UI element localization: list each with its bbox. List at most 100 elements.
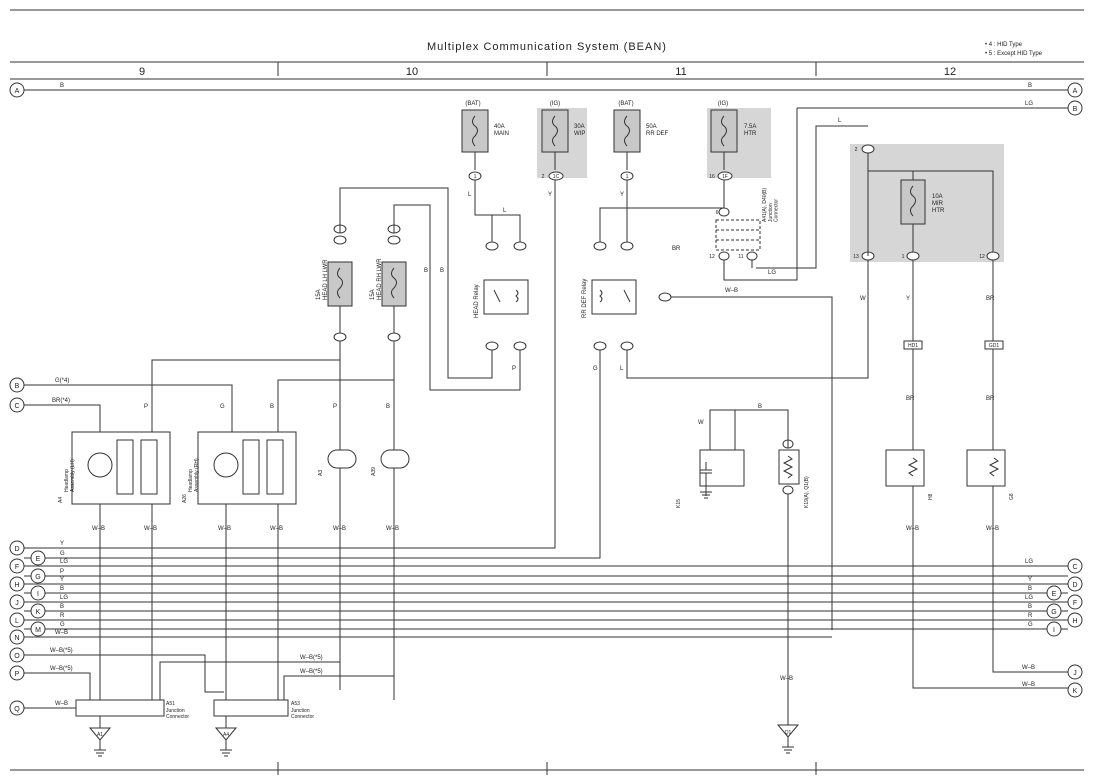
terminal-right-g: G	[1046, 603, 1062, 619]
wire-color: P	[512, 366, 516, 372]
wire-color: P	[144, 404, 148, 410]
svg-text:1: 1	[474, 174, 477, 180]
wire-color: W–B	[986, 526, 999, 532]
wire-color: W–B	[780, 676, 793, 682]
wire-color: W–B	[1022, 665, 1035, 671]
wire-color: W–B	[725, 288, 738, 294]
terminal-right-j: J	[1067, 664, 1083, 680]
wire-color: Y	[60, 541, 64, 547]
wire-color: R	[60, 613, 65, 619]
svg-text:N: N	[14, 635, 19, 642]
wire-color: G	[593, 366, 598, 372]
svg-text:1: 1	[902, 254, 905, 260]
headlamp-lh-low: A3	[318, 449, 357, 476]
rear-window-defogger: K19(A), Q1(B)	[778, 439, 810, 508]
wire-color: LG	[768, 270, 776, 276]
svg-text:1C: 1C	[553, 174, 560, 180]
wire	[599, 207, 724, 242]
noise-filter: K15	[676, 449, 745, 508]
terminal-left-a: A	[9, 82, 25, 98]
svg-text:G: G	[35, 574, 40, 581]
terminal-left-o: O	[9, 647, 25, 663]
wire-color: W–B	[906, 526, 919, 532]
svg-text:11: 11	[738, 254, 743, 260]
svg-text:1F: 1F	[722, 174, 728, 180]
svg-text:G: G	[1051, 609, 1056, 616]
wire	[756, 125, 868, 269]
wire-color: W–B(*5)	[300, 669, 323, 675]
terminal-left-p: P	[9, 665, 25, 681]
svg-text:16: 16	[709, 174, 715, 180]
svg-text:A4: A4	[223, 732, 229, 738]
wire-color: B	[1028, 604, 1032, 610]
wire-j	[992, 260, 1068, 673]
terminal-right-a: A	[1067, 82, 1083, 98]
svg-text:A41(A), D40(B)JunctionConnecto: A41(A), D40(B)JunctionConnector	[762, 187, 780, 222]
terminal-left-g: G	[30, 568, 46, 584]
svg-text:P: P	[15, 671, 20, 678]
junction-connector-a41: 6 12 11 A41(A), D40(B)JunctionConnector	[709, 180, 780, 261]
svg-text:A51: A51	[166, 701, 175, 707]
wire	[868, 170, 994, 252]
svg-text:L: L	[15, 618, 19, 625]
svg-text:K: K	[36, 609, 41, 616]
wire-color: Y	[60, 577, 64, 583]
svg-text:A39: A39	[371, 467, 377, 476]
wire	[151, 341, 341, 432]
svg-text:K: K	[1073, 688, 1078, 695]
svg-text:A3: A3	[318, 470, 324, 476]
wire-color: L	[838, 118, 842, 124]
wire-color: W–B	[92, 526, 105, 532]
wire-color: W	[698, 420, 704, 426]
svg-text:1: 1	[626, 174, 629, 180]
svg-text:H: H	[1072, 618, 1077, 625]
column-number: 10	[406, 66, 418, 78]
wire-color: W–B(*5)	[50, 648, 73, 654]
terminal-left-e: E	[30, 550, 46, 566]
terminal-left-q: Q	[9, 700, 25, 716]
svg-text:6: 6	[716, 210, 719, 216]
svg-text:JunctionConnector: JunctionConnector	[291, 708, 314, 720]
wire-color: G	[60, 551, 65, 557]
note-except-hid: • 5 : Except HID Type	[985, 51, 1043, 57]
svg-text:15AHEAD RH LWR: 15AHEAD RH LWR	[370, 258, 383, 300]
wire-color: W–B	[55, 630, 68, 636]
svg-text:A53: A53	[291, 701, 300, 707]
wire-color: W–B	[386, 526, 399, 532]
wire-p	[24, 672, 91, 700]
svg-text:J: J	[1073, 670, 1077, 677]
svg-text:K15: K15	[676, 499, 682, 508]
svg-text:I: I	[37, 591, 39, 598]
connector-hd1: HD1	[903, 340, 923, 350]
svg-text:13: 13	[853, 254, 859, 260]
wire-color: W–B	[144, 526, 157, 532]
wire-color: Y	[1028, 577, 1032, 583]
ground-noise-filter	[700, 486, 712, 499]
svg-text:HD1: HD1	[908, 343, 918, 349]
svg-text:E: E	[36, 556, 41, 563]
svg-text:15AHEAD LH LWR: 15AHEAD LH LWR	[316, 259, 329, 300]
terminal-left-n: N	[9, 629, 25, 645]
svg-text:(BAT): (BAT)	[618, 101, 633, 107]
column-number: 11	[675, 66, 686, 78]
wire-color: W–B(*5)	[300, 655, 323, 661]
wire-color: L	[468, 192, 472, 198]
wire-color: Y	[620, 192, 624, 198]
wire-color: BR	[986, 296, 995, 302]
headlamp-assembly-rh: A26 HeadlampAssembly (RH)	[182, 431, 297, 505]
wire-k	[912, 260, 1068, 689]
wire-color: Y	[906, 296, 910, 302]
wire-color: L	[620, 366, 624, 372]
wire-color: LG	[1025, 595, 1033, 601]
rr-def-relay: RR DEF Relay	[582, 241, 672, 351]
connector-gd1: GD1	[984, 340, 1004, 350]
terminal-left-m: M	[30, 621, 46, 637]
wire-color: B	[60, 604, 64, 610]
terminal-right-h: H	[1067, 612, 1083, 628]
